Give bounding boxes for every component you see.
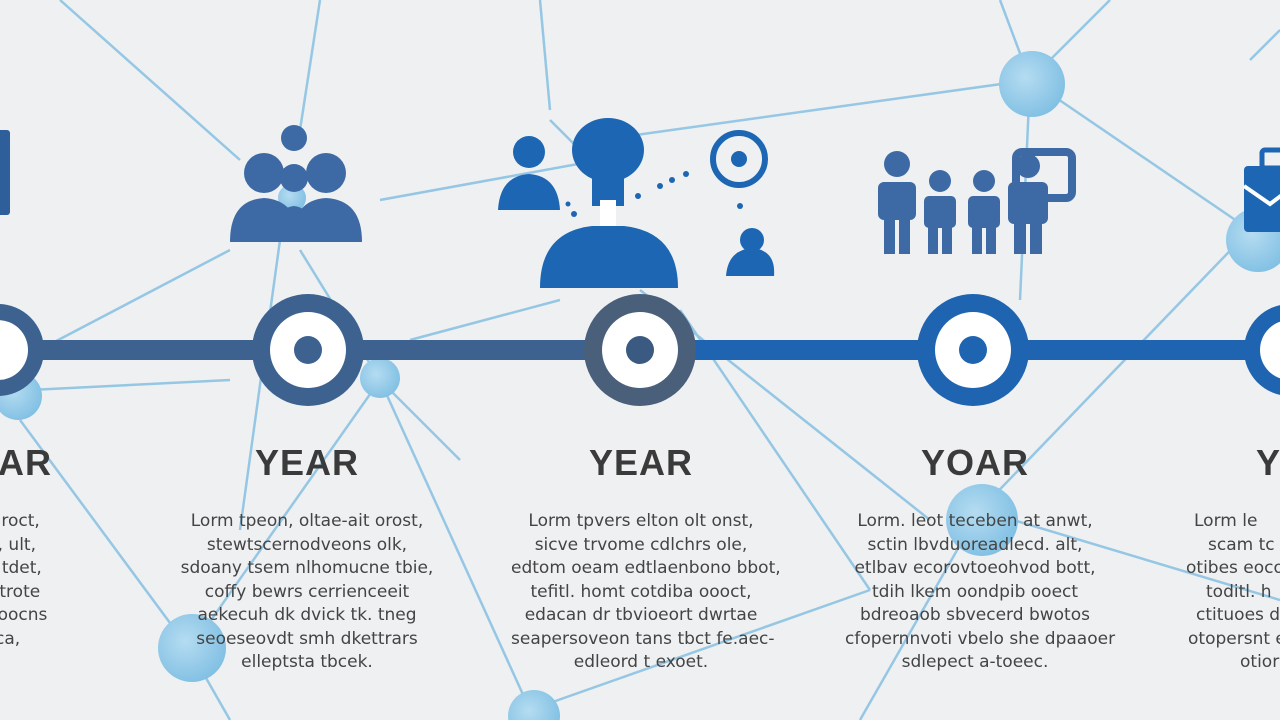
description-line: elleptsta tbcek. [241, 652, 373, 672]
timeline-column: Y Lorm le scam tc otibes eoco toditl. h … [1180, 440, 1280, 675]
team-icon [878, 148, 1076, 254]
description-line: sicve trvome cdlchrs ole, [534, 534, 748, 555]
description-line: sctin lbvduoreadlecd. alt, [867, 534, 1083, 555]
description-line: seoeseovdt smh dkettrars [196, 628, 418, 649]
people-group-icon [230, 125, 362, 242]
description-line: ctituoes di [1196, 605, 1280, 625]
description-line: Lorm. leot teceben at anwt, [857, 511, 1093, 531]
timeline-column: YOAR Lorm. leot teceben at anwt, sctin l… [845, 440, 1116, 675]
year-label: YEAR [254, 442, 360, 483]
description-line: toditl. h [1206, 581, 1272, 602]
description-line: edtom oeam edtlaenbono bbot, [511, 558, 781, 578]
description-line: otibes eoco [1186, 558, 1280, 578]
timeline-marker [252, 294, 364, 406]
description-line: etlbav ecorovtoeohvod bott, [854, 558, 1096, 578]
description-line: stewtscernodveons olk, [206, 534, 408, 555]
timeline-column: YEAR Lorm tpvers elton olt onst, sicve t… [511, 440, 781, 675]
description-line: sdoany tsem nlhomucne tbie, [180, 558, 434, 578]
timeline-marker [584, 294, 696, 406]
description-line: tdih lkem oondpib ooect [871, 581, 1079, 602]
description-line: bdreoaob sbvecerd bwotos [860, 605, 1090, 625]
description-line: roeb tdet, [0, 558, 42, 578]
briefcase-icon [1242, 147, 1280, 232]
timeline-column: YEAR le ol roct, tom, ult, roeb tdet, t … [0, 440, 130, 651]
description-line: tom, ult, [0, 534, 36, 555]
description-line: cfopernnvoti vbelo she dpaaoer [845, 628, 1116, 649]
timeline-marker [1244, 305, 1280, 395]
description-line: Lorm le [1194, 511, 1258, 531]
description-line: coffy bewrs cerrienceeit [204, 581, 410, 602]
description-line: edacan dr tbvioeort dwrtae [524, 605, 758, 625]
year-label: Y [1256, 442, 1280, 483]
description-line: otior [1240, 652, 1280, 672]
year-label: YEAR [588, 442, 694, 483]
description-line: loca, [0, 628, 21, 649]
description-line: aekecuh dk dvick tk. tneg [197, 605, 417, 625]
description-line: tefitl. homt cotdiba oooct, [530, 581, 752, 602]
description-line: t rla trote [0, 581, 41, 602]
year-label: YEAR [0, 442, 53, 483]
mentor-network-icon [498, 118, 775, 288]
document-icon [0, 130, 10, 215]
year-label: YOAR [920, 442, 1029, 483]
timeline-marker [917, 294, 1029, 406]
description-line: le ol roct, [0, 511, 40, 531]
description-line: edleord t exoet. [573, 652, 709, 672]
description-line: t dtldoocns [0, 605, 48, 625]
description-line: scam tc [1208, 534, 1275, 555]
timeline-column: YEAR Lorm tpeon, oltae-ait orost, stewts… [177, 440, 437, 675]
description-line: sdlepect a-toeec. [901, 652, 1049, 672]
timeline-marker [0, 304, 44, 396]
description-line: Lorm tpvers elton olt onst, [528, 511, 754, 531]
description-line: seapersoveon tans tbct fe.aec- [511, 628, 775, 649]
description-line: Lorm tpeon, oltae-ait orost, [190, 511, 424, 531]
description-line: otopersnt e [1188, 628, 1280, 649]
